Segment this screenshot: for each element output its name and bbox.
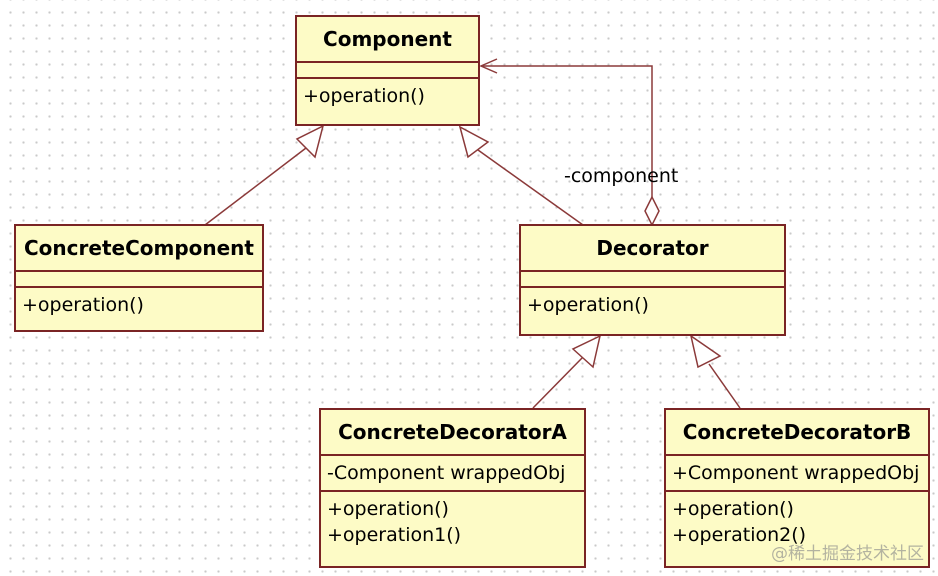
generalization-arrowhead-decorator [458,125,490,159]
generalization-arrowhead-concrete-decorator-b [689,334,722,369]
generalization-line-concrete-decorator-a [532,356,584,409]
class-name: Decorator [521,226,784,272]
aggregation-arrowhead [479,58,498,74]
class-component[interactable]: Component +operation() [295,15,480,126]
class-concrete-decorator-a[interactable]: ConcreteDecoratorA -Component wrappedObj… [319,408,586,568]
class-decorator[interactable]: Decorator +operation() [519,224,786,336]
operations-compartment: +operation() [16,288,262,322]
class-name: ConcreteDecoratorB [666,410,928,456]
attribute-item: -Component wrappedObj [327,462,566,484]
operations-compartment: +operation() [521,288,784,322]
generalization-line-decorator [477,149,584,226]
generalization-line-concrete-component [204,147,307,226]
attribute-item: +Component wrappedObj [672,462,920,484]
class-name: Component [297,17,478,63]
operation-item: +operation() [303,85,425,107]
generalization-arrowhead-concrete-component [295,124,325,159]
generalization-arrowhead-concrete-decorator-a [571,334,602,369]
attributes-compartment: +Component wrappedObj [666,456,928,492]
operations-compartment: +operation() +operation2() [666,492,928,552]
operations-compartment: +operation() +operation1() [321,492,584,552]
aggregation-diamond [644,195,660,227]
watermark-text: @稀土掘金技术社区 [771,544,924,564]
attributes-compartment [297,63,478,79]
attributes-compartment [16,272,262,288]
class-concrete-decorator-b[interactable]: ConcreteDecoratorB +Component wrappedObj… [664,408,930,568]
class-name: ConcreteComponent [16,226,262,272]
operation-item: +operation() [672,498,794,520]
association-role-label: -component [564,165,679,187]
operation-item: +operation() [327,498,449,520]
aggregation-line [481,65,653,197]
class-concrete-component[interactable]: ConcreteComponent +operation() [14,224,264,332]
operation-item: +operation2() [672,524,807,546]
operations-compartment: +operation() [297,79,478,113]
operation-item: +operation() [22,294,144,316]
attributes-compartment [521,272,784,288]
operation-item: +operation() [527,294,649,316]
generalization-line-concrete-decorator-b [708,363,741,409]
class-name: ConcreteDecoratorA [321,410,584,456]
operation-item: +operation1() [327,524,462,546]
attributes-compartment: -Component wrappedObj [321,456,584,492]
